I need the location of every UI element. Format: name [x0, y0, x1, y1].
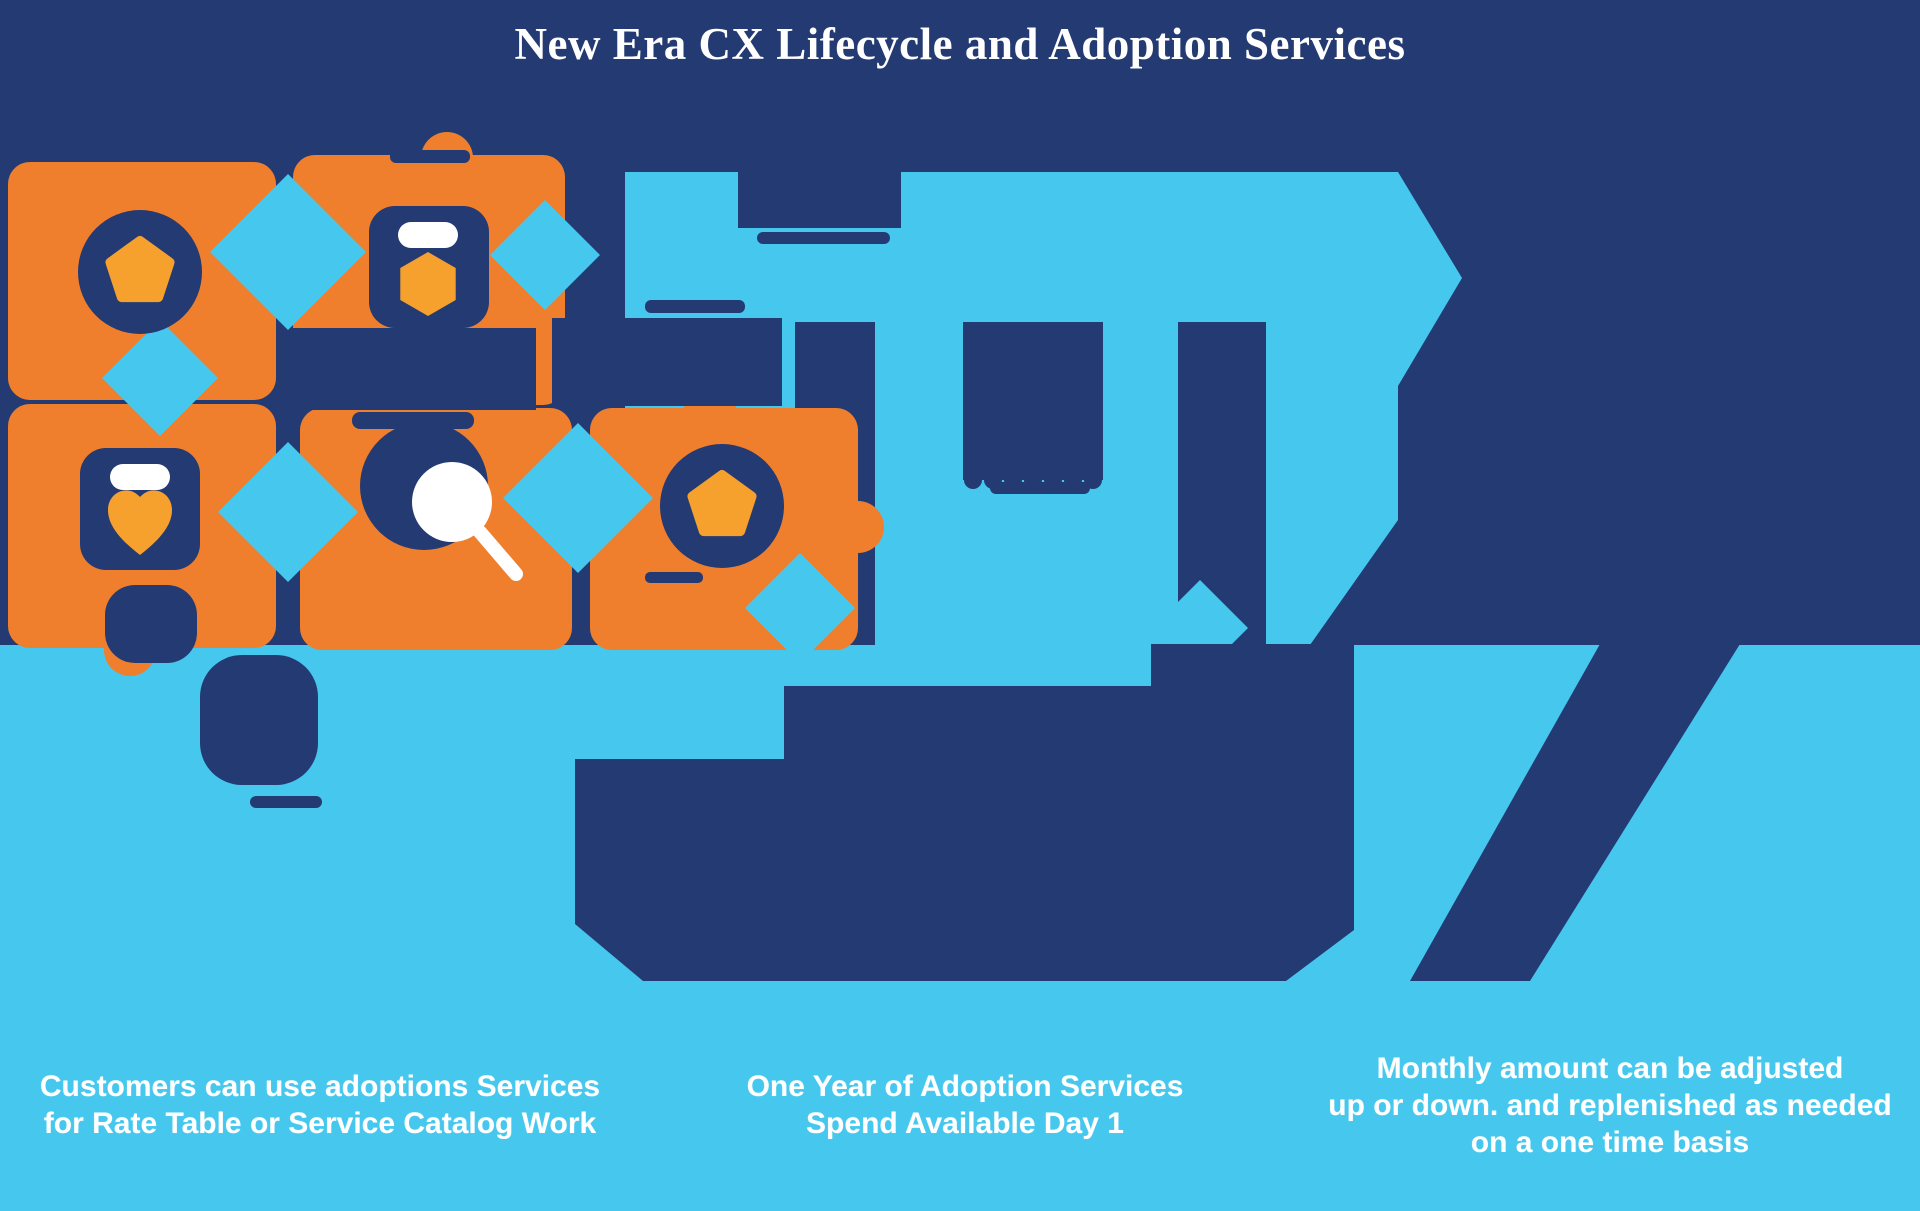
- caption-line: up or down. and replenished as needed: [1328, 1089, 1892, 1122]
- magnifier-lens: [412, 462, 492, 542]
- caption-line: Customers can use adoptions Services: [39, 1070, 601, 1103]
- lock-shackle: [398, 222, 458, 248]
- diamond-gap: [503, 423, 653, 573]
- caption-line: Monthly amount can be adjusted: [1376, 1052, 1844, 1085]
- caption-line: for Rate Table or Service Catalog Work: [43, 1107, 597, 1140]
- lock-keyhole-hex: [400, 252, 456, 316]
- page-title: New Era CX Lifecycle and Adoption Servic…: [514, 19, 1406, 69]
- caption-line: on a one time basis: [1470, 1126, 1750, 1159]
- badge-star: [687, 470, 757, 537]
- magnifier-icon: [360, 422, 523, 581]
- degraded-shape-blob: [105, 585, 197, 663]
- diamond-gap: [218, 442, 358, 582]
- navy-banner-right: [552, 318, 782, 406]
- caption-adoption-services: Customers can use adoptions Services for…: [30, 1068, 610, 1142]
- money-box-shape: [963, 322, 1103, 480]
- unreadable-label-bar: [250, 796, 322, 808]
- lock-icon: [369, 206, 489, 328]
- caption-line: One Year of Adoption Services: [746, 1070, 1184, 1103]
- heart-shape: [108, 490, 172, 555]
- unreadable-label-bar: [645, 300, 745, 313]
- unreadable-label-bar: [75, 148, 215, 161]
- diagonal-navy-ribbon: [1410, 644, 1740, 981]
- diamond-gap: [210, 174, 366, 330]
- magnifier-handle: [473, 525, 523, 581]
- unreadable-label-bar: [390, 150, 470, 163]
- unreadable-label-bar: [352, 412, 474, 429]
- puzzle-knob: [832, 501, 884, 553]
- unreadable-label-bars: [75, 148, 1090, 808]
- unreadable-label-bar: [990, 482, 1090, 494]
- unreadable-label-bar: [645, 572, 703, 583]
- degraded-shape-blob: [200, 655, 318, 785]
- diamond-gap: [745, 553, 855, 663]
- badge-icon: [78, 210, 202, 334]
- caption-line: Spend Available Day 1: [806, 1107, 1124, 1140]
- unreadable-label-bar: [757, 232, 890, 244]
- navy-banner-left: [290, 328, 536, 410]
- badge-star: [105, 236, 175, 303]
- lock-shackle: [110, 464, 170, 490]
- diamond-gaps: [102, 174, 855, 663]
- badge-icon: [660, 444, 784, 568]
- caption-one-year-spend: One Year of Adoption Services Spend Avai…: [740, 1068, 1190, 1142]
- central-navy-mass: [575, 644, 1354, 981]
- heart-lock-icon: [80, 448, 200, 570]
- caption-monthly-amount: Monthly amount can be adjusted up or dow…: [1320, 1050, 1900, 1161]
- scallop: [964, 471, 982, 489]
- diamond-gap: [102, 320, 218, 436]
- diamond-gap: [490, 200, 600, 310]
